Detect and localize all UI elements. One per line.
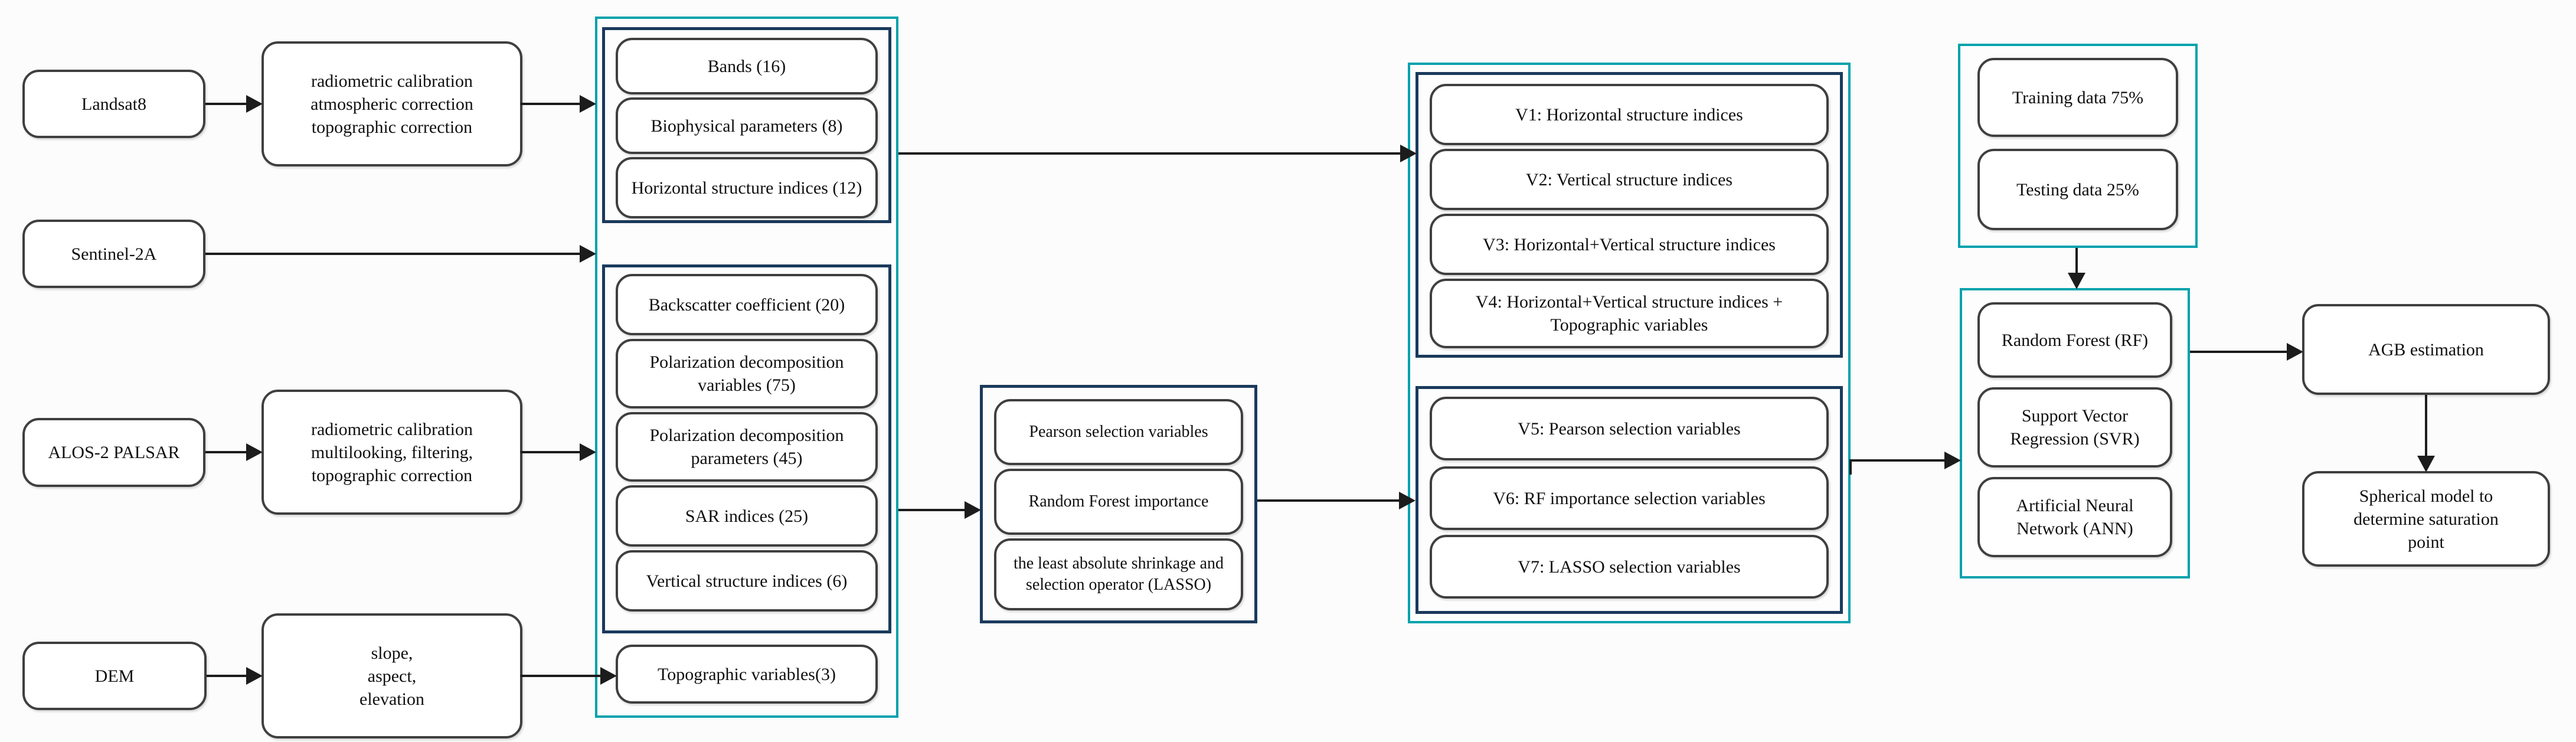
v6-node: V6: RF importance selection variables <box>1430 466 1829 530</box>
arrow-landsat-to-optical-preproc <box>205 95 263 113</box>
alos2-palsar-label: ALOS-2 PALSAR <box>48 443 180 462</box>
saturation-model-node: Spherical model to determine saturation … <box>2302 471 2550 567</box>
landsat8-label: Landsat8 <box>81 94 146 114</box>
v6-label: V6: RF importance selection variables <box>1493 488 1766 508</box>
arrow-derivatives-to-topographic <box>521 667 617 685</box>
topographic-variables-label: Topographic variables(3) <box>658 664 836 684</box>
v4-label: V4: Horizontal+Vertical structure indice… <box>1475 292 1783 335</box>
arrow-variable-sets-elbow-tick <box>1849 459 1852 475</box>
rf-importance-node: Random Forest importance <box>994 469 1243 535</box>
pearson-selection-node: Pearson selection variables <box>994 399 1243 465</box>
biophysical-parameters-node: Biophysical parameters (8) <box>616 97 878 154</box>
arrow-variables-to-selection-methods <box>898 501 981 519</box>
optical-preprocessing-node: radiometric calibration atmospheric corr… <box>261 41 522 166</box>
arrow-variable-sets-to-models <box>1851 452 1961 469</box>
pearson-selection-label: Pearson selection variables <box>1029 422 1208 441</box>
sar-indices-label: SAR indices (25) <box>685 506 809 526</box>
horizontal-structure-indices-label: Horizontal structure indices (12) <box>631 178 862 198</box>
sar-preproc-line-2: multilooking, filtering, <box>310 442 473 462</box>
testing-data-node: Testing data 25% <box>1977 149 2178 230</box>
training-data-node: Training data 75% <box>1977 58 2178 137</box>
lasso-node: the least absolute shrinkage and selecti… <box>994 538 1243 610</box>
selection-sets-group <box>1416 386 1843 614</box>
dem-deriv-line-1: slope, <box>371 643 413 663</box>
sentinel-2a-label: Sentinel-2A <box>71 244 157 264</box>
lasso-label: the least absolute shrinkage and selecti… <box>1013 554 1224 594</box>
v1-label: V1: Horizontal structure indices <box>1515 104 1743 125</box>
svr-model-node: Support Vector Regression (SVR) <box>1977 387 2172 468</box>
polarization-decomposition-variables-node: Polarization decomposition variables (75… <box>616 339 878 408</box>
sar-variables-group <box>602 264 891 633</box>
sar-indices-node: SAR indices (25) <box>616 485 878 547</box>
training-data-label: Training data 75% <box>2012 87 2144 107</box>
backscatter-coefficient-label: Backscatter coefficient (20) <box>648 295 845 315</box>
sar-preproc-line-1: radiometric calibration <box>310 419 473 439</box>
horizontal-structure-indices-node: Horizontal structure indices (12) <box>616 157 878 218</box>
arrow-models-to-agb <box>2190 343 2303 361</box>
polarization-decomposition-parameters-node: Polarization decomposition parameters (4… <box>616 412 878 482</box>
landsat8-node: Landsat8 <box>22 70 205 138</box>
arrow-palsar-to-sar-preproc <box>205 443 263 461</box>
dem-derivatives-node: slope, aspect, elevation <box>261 613 522 738</box>
v1-node: V1: Horizontal structure indices <box>1430 84 1829 145</box>
v7-label: V7: LASSO selection variables <box>1518 557 1741 577</box>
arrow-sar-preproc-to-variables <box>521 443 596 461</box>
optical-variables-group <box>602 27 891 223</box>
sentinel-2a-node: Sentinel-2A <box>22 220 205 288</box>
rf-model-label: Random Forest (RF) <box>2001 330 2149 350</box>
v5-label: V5: Pearson selection variables <box>1518 419 1741 439</box>
alos2-palsar-node: ALOS-2 PALSAR <box>22 418 205 487</box>
backscatter-coefficient-node: Backscatter coefficient (20) <box>616 274 878 335</box>
saturation-model-label: Spherical model to determine saturation … <box>2353 486 2499 552</box>
optical-preproc-line-1: radiometric calibration <box>310 71 473 91</box>
dem-label: DEM <box>94 666 135 686</box>
ann-model-node: Artificial Neural Network (ANN) <box>1977 477 2172 557</box>
vertical-structure-indices-node: Vertical structure indices (6) <box>616 550 878 612</box>
polarization-decomposition-variables-label: Polarization decomposition variables (75… <box>649 352 844 395</box>
v4-node: V4: Horizontal+Vertical structure indice… <box>1430 279 1829 348</box>
arrow-dem-to-derivatives <box>207 667 263 685</box>
vertical-structure-indices-label: Vertical structure indices (6) <box>646 571 848 591</box>
sar-preprocessing-node: radiometric calibration multilooking, fi… <box>261 390 522 515</box>
arrow-optical-preproc-to-variables <box>521 95 596 113</box>
v3-label: V3: Horizontal+Vertical structure indice… <box>1483 234 1776 254</box>
rf-model-node: Random Forest (RF) <box>1977 302 2172 378</box>
dem-node: DEM <box>22 642 207 710</box>
arrow-sentinel-to-variables <box>205 245 596 263</box>
arrow-split-to-models <box>2068 248 2085 289</box>
v5-node: V5: Pearson selection variables <box>1430 397 1829 460</box>
dem-deriv-line-2: aspect, <box>367 666 417 686</box>
rf-importance-label: Random Forest importance <box>1028 492 1209 511</box>
bands-node: Bands (16) <box>616 38 878 94</box>
arrow-variables-to-structure-sets <box>898 145 1417 162</box>
v2-label: V2: Vertical structure indices <box>1525 169 1733 189</box>
v7-node: V7: LASSO selection variables <box>1430 535 1829 599</box>
arrow-agb-to-saturation <box>2417 395 2435 472</box>
structure-sets-group <box>1416 72 1843 358</box>
optical-preproc-line-2: atmospheric correction <box>310 94 473 114</box>
optical-preproc-line-3: topographic correction <box>311 117 473 137</box>
bands-label: Bands (16) <box>707 56 786 76</box>
arrow-selection-methods-to-selection-sets <box>1257 492 1416 509</box>
agb-estimation-label: AGB estimation <box>2368 339 2484 359</box>
ann-model-label: Artificial Neural Network (ANN) <box>2016 496 2134 538</box>
topographic-variables-node: Topographic variables(3) <box>616 645 878 704</box>
dem-deriv-line-3: elevation <box>359 689 424 709</box>
polarization-decomposition-parameters-label: Polarization decomposition parameters (4… <box>649 426 844 468</box>
testing-data-label: Testing data 25% <box>2016 179 2139 200</box>
selection-methods-panel <box>980 385 1257 623</box>
agb-estimation-node: AGB estimation <box>2302 304 2550 395</box>
sar-preproc-line-3: topographic correction <box>311 465 473 485</box>
v2-node: V2: Vertical structure indices <box>1430 149 1829 210</box>
svr-model-label: Support Vector Regression (SVR) <box>2010 406 2140 449</box>
v3-node: V3: Horizontal+Vertical structure indice… <box>1430 214 1829 275</box>
biophysical-parameters-label: Biophysical parameters (8) <box>650 116 843 136</box>
